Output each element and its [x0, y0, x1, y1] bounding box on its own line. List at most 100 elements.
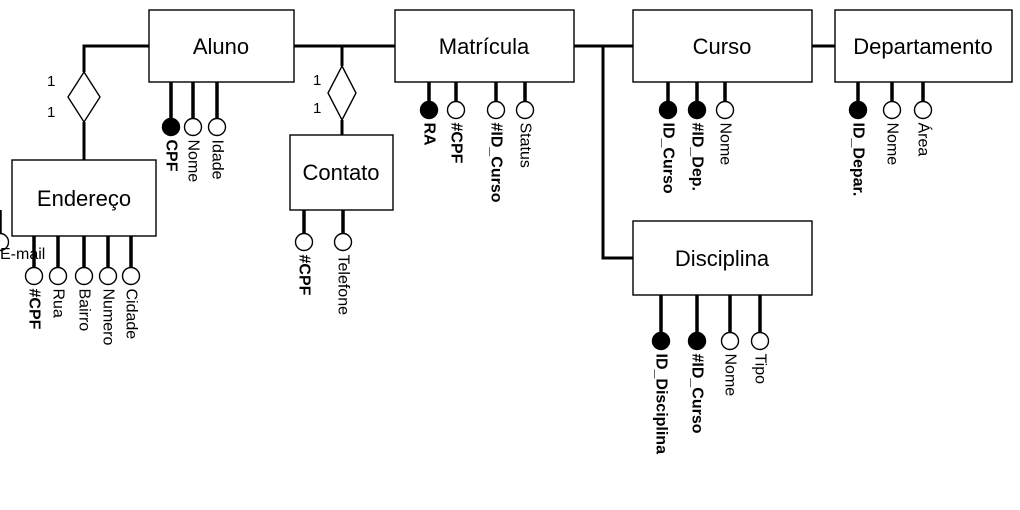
- key-attribute-marker: [687, 331, 707, 351]
- entity-endereco: Endereço: [11, 159, 157, 237]
- key-attribute-marker: [161, 117, 181, 137]
- attribute-marker: [207, 117, 227, 137]
- attribute: Status: [515, 82, 535, 168]
- key-attribute-marker: [651, 331, 671, 351]
- attribute-marker: [98, 266, 118, 286]
- attribute: Rua: [48, 236, 68, 318]
- key-attribute-marker: [848, 100, 868, 120]
- attribute-label: #CPF: [26, 289, 43, 330]
- line-aluno-diamond-contato: [294, 44, 344, 66]
- attribute: CPF: [161, 82, 181, 172]
- attribute-label: Área: [915, 123, 934, 157]
- attribute: Bairro: [74, 236, 94, 332]
- attribute: Nome: [720, 295, 740, 397]
- attribute: Nome: [882, 82, 902, 166]
- cardinality-label: 1: [47, 104, 55, 121]
- attributes-endereco: #CPF Rua Bairro Numero Cidade: [24, 236, 141, 346]
- attribute-label: Rua: [50, 289, 67, 318]
- relationship-diamond: [67, 70, 101, 124]
- attribute: Telefone: [333, 210, 353, 316]
- entity-matricula: Matrícula: [394, 9, 575, 83]
- attribute-marker: [486, 100, 506, 120]
- cardinality-label: 1: [47, 73, 55, 90]
- attribute: Tipo: [750, 295, 770, 385]
- entity-curso: Curso: [632, 9, 813, 83]
- attribute-label: ID_Depar.: [850, 123, 867, 197]
- attribute-label: Cidade: [123, 289, 140, 340]
- entity-label: Curso: [693, 34, 752, 59]
- key-attribute-marker: [687, 100, 707, 120]
- relationship-aluno-endereco: 1 1: [47, 70, 101, 124]
- attribute-marker: [750, 331, 770, 351]
- attribute-label: ID_Disciplina: [653, 354, 670, 455]
- entity-departamento: Departamento: [834, 9, 1013, 83]
- attribute: ID_Depar.: [848, 82, 868, 197]
- attribute-label: Tipo: [752, 354, 769, 385]
- attribute: E-mail: [0, 210, 45, 263]
- attribute-marker: [121, 266, 141, 286]
- attribute-label: #ID_Curso: [488, 123, 505, 203]
- attribute-marker: [183, 117, 203, 137]
- attribute-marker: [0, 232, 10, 252]
- attribute-label: #ID_Dep.: [689, 123, 706, 191]
- attribute-label: ID_Curso: [660, 123, 677, 194]
- attribute-label: Idade: [209, 140, 226, 180]
- attribute-label: #CPF: [296, 255, 313, 296]
- attribute: ID_Curso: [658, 82, 678, 194]
- entity-label: Contato: [302, 160, 379, 185]
- attribute-marker: [74, 266, 94, 286]
- attribute: ID_Disciplina: [651, 295, 671, 455]
- attribute: Numero: [98, 236, 118, 346]
- attribute-label: Bairro: [76, 289, 93, 332]
- key-attribute-marker: [658, 100, 678, 120]
- attribute: Nome: [183, 82, 203, 183]
- entity-disciplina: Disciplina: [632, 220, 813, 296]
- attribute-label: CPF: [163, 140, 180, 172]
- attribute-label: #CPF: [448, 123, 465, 164]
- entity-label: Matrícula: [439, 34, 530, 59]
- entity-label: Disciplina: [675, 246, 770, 271]
- attribute: #ID_Curso: [687, 295, 707, 434]
- relationship-diamond: [327, 64, 357, 122]
- entity-label: Endereço: [37, 186, 131, 211]
- attributes-curso: ID_Curso #ID_Dep. Nome: [658, 82, 735, 194]
- cardinality-label: 1: [313, 100, 321, 117]
- attribute: Nome: [715, 82, 735, 166]
- attribute: #ID_Curso: [486, 82, 506, 203]
- attribute: #CPF: [446, 82, 466, 164]
- attribute: #CPF: [24, 236, 44, 330]
- attribute: Área: [913, 82, 934, 157]
- attribute: Cidade: [121, 236, 141, 340]
- attributes-matricula: RA #CPF #ID_Curso Status: [419, 82, 535, 203]
- attribute: Idade: [207, 82, 227, 180]
- attribute-marker: [446, 100, 466, 120]
- attribute-label: Status: [517, 123, 534, 168]
- attribute-marker: [333, 232, 353, 252]
- attribute-marker: [720, 331, 740, 351]
- attribute-label: Telefone: [335, 255, 352, 316]
- entity-label: Departamento: [853, 34, 992, 59]
- attribute-marker: [294, 232, 314, 252]
- attribute-marker: [715, 100, 735, 120]
- attribute: RA: [419, 82, 439, 146]
- attribute-label: Nome: [722, 354, 739, 397]
- line-aluno-diamond: [82, 44, 149, 72]
- entity-aluno: Aluno: [148, 9, 295, 83]
- attributes-disciplina: ID_Disciplina #ID_Curso Nome Tipo: [651, 295, 770, 455]
- relationship-lines: [82, 44, 835, 260]
- entity-label: Aluno: [193, 34, 249, 59]
- attribute-marker: [882, 100, 902, 120]
- attribute-label: E-mail: [0, 246, 45, 263]
- attribute-marker: [515, 100, 535, 120]
- attribute-label: Nome: [717, 123, 734, 166]
- attribute-label: #ID_Curso: [689, 354, 706, 434]
- attribute-label: Nome: [884, 123, 901, 166]
- attribute: #CPF: [294, 210, 314, 296]
- attribute: #ID_Dep.: [687, 82, 707, 191]
- key-attribute-marker: [419, 100, 439, 120]
- entity-contato: Contato: [289, 134, 394, 211]
- attributes-contato: #CPF Telefone E-mail: [0, 210, 353, 316]
- attribute-label: Nome: [185, 140, 202, 183]
- line-matricula-disciplina: [601, 46, 633, 260]
